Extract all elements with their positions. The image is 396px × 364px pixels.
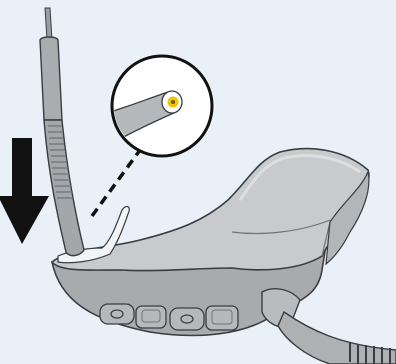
device-icon [52,149,369,336]
callout-pointer [92,150,140,216]
magnifier-callout-icon [110,56,212,156]
cleaning-tool-icon [40,8,84,256]
down-arrow-icon [0,138,49,244]
cable-icon [278,312,396,364]
